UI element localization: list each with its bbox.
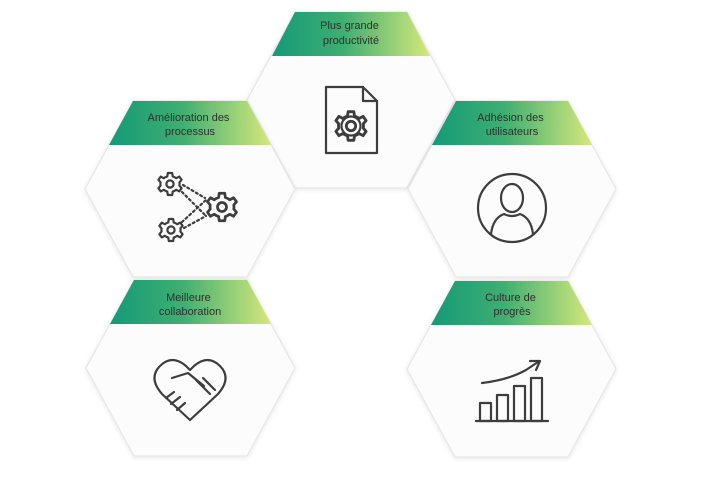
hexagon-banner bbox=[272, 12, 430, 56]
hexagon-banner bbox=[432, 101, 592, 145]
handshake-icon bbox=[153, 358, 227, 422]
hexagon-progres: Culture de progrès bbox=[406, 280, 617, 458]
label-line-1: Amélioration des bbox=[148, 112, 230, 124]
document-gear-icon bbox=[324, 85, 379, 155]
label-line-2: progrès bbox=[493, 306, 531, 318]
hexagon-label: Amélioration des processus bbox=[148, 112, 233, 138]
hexagon-processus: Amélioration des processus bbox=[84, 100, 296, 278]
user-icon bbox=[476, 172, 548, 244]
process-gears-icon bbox=[157, 171, 238, 243]
hexagon-banner bbox=[431, 281, 592, 325]
growth-chart-icon bbox=[474, 359, 550, 423]
label-line-1: Meilleure bbox=[166, 292, 211, 304]
label-line-2: productivité bbox=[323, 35, 379, 47]
hexagon-label: Adhésion des utilisateurs bbox=[477, 112, 547, 138]
label-line-2: collaboration bbox=[159, 306, 221, 318]
hexagon-label: Plus grande productivité bbox=[320, 20, 382, 47]
hexagon-collaboration: Meilleure collaboration bbox=[85, 279, 296, 457]
label-line-2: processus bbox=[165, 126, 216, 138]
hexagon-banner bbox=[110, 280, 271, 324]
label-line-1: Culture de bbox=[485, 292, 536, 304]
hexagon-label: Meilleure collaboration bbox=[159, 292, 221, 318]
hexagon-label: Culture de progrès bbox=[485, 292, 539, 318]
label-line-1: Plus grande bbox=[320, 20, 379, 32]
hexagon-productivite: Plus grande productivité bbox=[246, 11, 456, 189]
label-line-1: Adhésion des bbox=[477, 112, 544, 124]
label-line-2: utilisateurs bbox=[486, 126, 539, 138]
hexagon-banner bbox=[109, 101, 271, 145]
hexagon-adhesion: Adhésion des utilisateurs bbox=[407, 100, 617, 278]
